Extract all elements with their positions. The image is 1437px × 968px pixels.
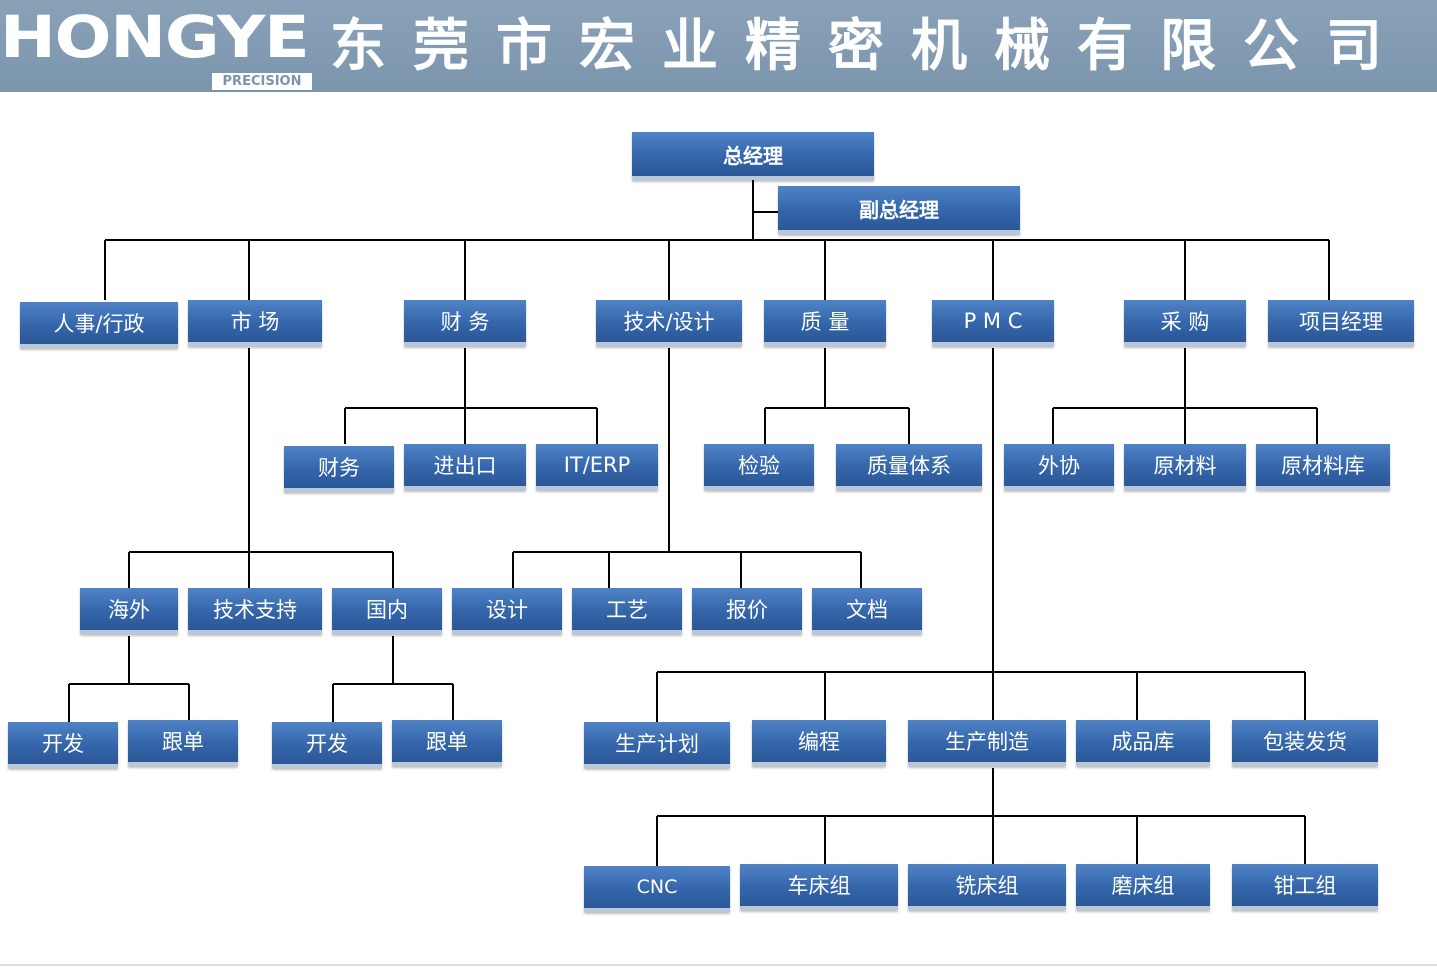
node-tech-design: 技术/设计	[596, 300, 742, 346]
node-raw-material-store: 原材料库	[1256, 444, 1390, 490]
node-hr-admin: 人事/行政	[20, 302, 178, 348]
node-domestic-development: 开发	[272, 722, 382, 768]
node-raw-material: 原材料	[1124, 444, 1246, 490]
node-finance: 财 务	[404, 300, 526, 346]
node-project-manager: 项目经理	[1268, 300, 1414, 346]
node-it-erp: IT/ERP	[536, 444, 658, 490]
node-quality-system: 质量体系	[836, 444, 982, 490]
node-pmc: P M C	[932, 300, 1054, 346]
header-banner: HONGYE PRECISION 东莞市宏业精密机械有限公司	[0, 0, 1437, 92]
node-market: 市 场	[188, 300, 322, 346]
node-documents: 文档	[812, 588, 922, 634]
node-overseas-followup: 跟单	[128, 720, 238, 766]
node-cnc: CNC	[584, 866, 730, 912]
node-quality: 质 量	[764, 300, 886, 346]
node-overseas: 海外	[80, 588, 178, 634]
node-grinding-group: 磨床组	[1076, 864, 1210, 910]
node-process: 工艺	[572, 588, 682, 634]
node-overseas-development: 开发	[8, 722, 118, 768]
node-tech-support: 技术支持	[188, 588, 322, 634]
node-inspection: 检验	[704, 444, 814, 490]
node-manufacturing: 生产制造	[908, 720, 1066, 766]
company-logo: HONGYE	[0, 3, 310, 71]
node-lathe-group: 车床组	[740, 864, 898, 910]
node-domestic: 国内	[332, 588, 442, 634]
node-import-export: 进出口	[404, 444, 526, 490]
node-domestic-followup: 跟单	[392, 720, 502, 766]
company-name: 东莞市宏业精密机械有限公司	[330, 14, 1409, 79]
footer-divider	[0, 964, 1437, 966]
node-quotation: 报价	[692, 588, 802, 634]
node-deputy-general-manager: 副总经理	[778, 186, 1020, 234]
logo-subtitle: PRECISION	[212, 73, 312, 90]
node-fitter-group: 钳工组	[1232, 864, 1378, 910]
node-finance-accounting: 财务	[284, 446, 394, 492]
node-packing-shipping: 包装发货	[1232, 720, 1378, 766]
node-purchase: 采 购	[1124, 300, 1246, 346]
node-production-planning: 生产计划	[584, 722, 730, 768]
node-milling-group: 铣床组	[908, 864, 1066, 910]
node-design: 设计	[452, 588, 562, 634]
node-outsourcing: 外协	[1004, 444, 1114, 490]
node-programming: 编程	[752, 720, 886, 766]
node-finished-goods-store: 成品库	[1076, 720, 1210, 766]
node-general-manager: 总经理	[632, 132, 874, 180]
